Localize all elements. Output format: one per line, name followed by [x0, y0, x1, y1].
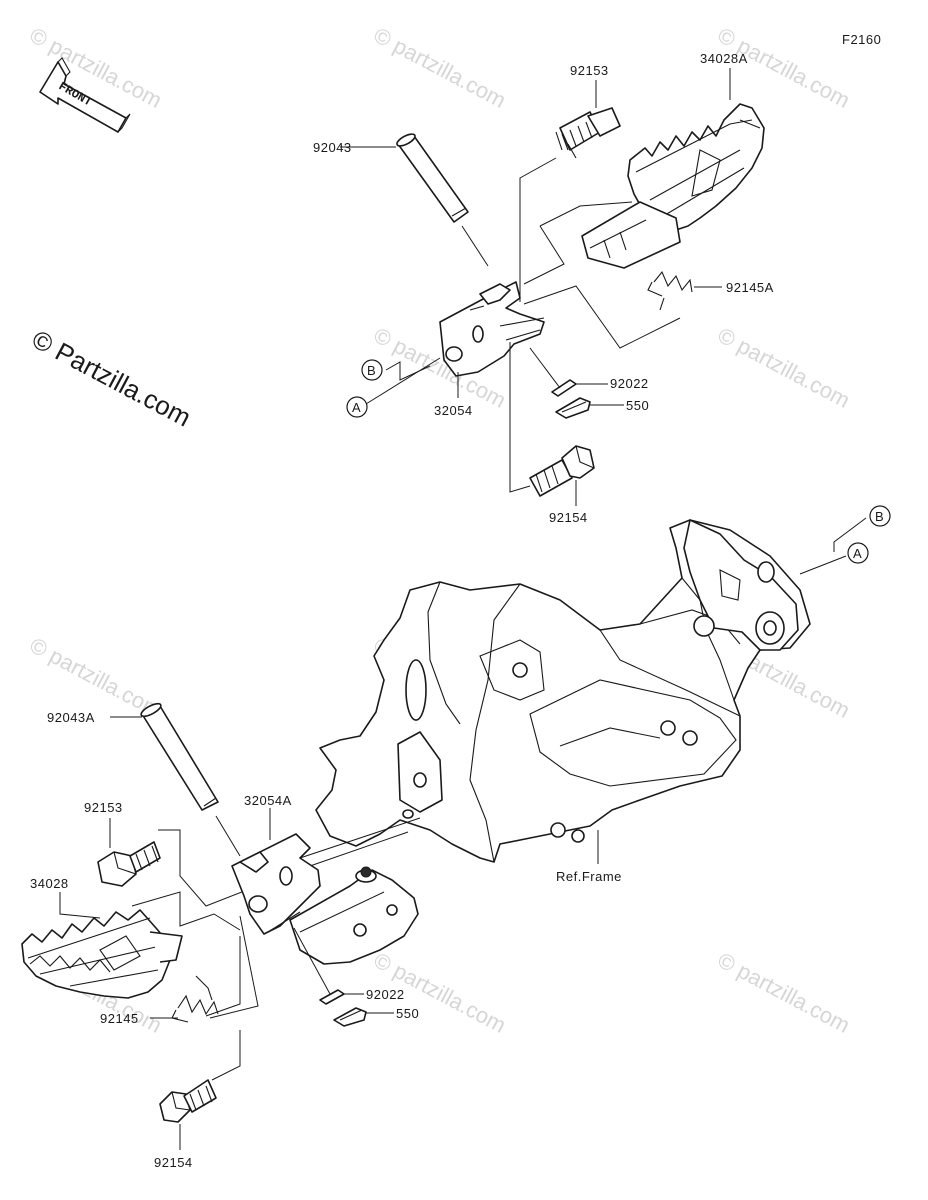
callout-b: B: [875, 509, 884, 524]
footpeg-34028A: [581, 103, 765, 269]
pin-92043A: [140, 702, 219, 811]
spring-92145A: [647, 270, 693, 311]
footpeg-34028: [21, 909, 183, 999]
bolt-92154-bottom: [159, 1079, 217, 1123]
label-ref-frame: Ref.Frame: [556, 869, 622, 884]
callout-a-circle: [346, 396, 368, 418]
label-92154-bottom: 92154: [154, 1155, 193, 1170]
watermark: © partzilla.com: [714, 322, 854, 413]
watermark: © partzilla.com: [714, 947, 854, 1038]
label-92022-bottom: 92022: [366, 987, 405, 1002]
label-92022-top: 92022: [610, 376, 649, 391]
callout-a-circle: [847, 542, 869, 564]
label-92043: 92043: [313, 140, 352, 155]
spring-92145: [171, 975, 219, 1023]
label-32054A: 32054A: [244, 793, 292, 808]
callout-b: B: [367, 363, 376, 378]
watermark: © partzilla.com: [714, 22, 854, 113]
callout-b-circle: [361, 359, 383, 381]
label-92043A: 92043A: [47, 710, 95, 725]
figure-code: F2160: [842, 32, 881, 47]
label-92154-top: 92154: [549, 510, 588, 525]
callout-b-circle: [869, 505, 891, 527]
pin-92043: [396, 133, 469, 223]
label-550-top: 550: [626, 398, 649, 413]
cotter-pin-550-bottom: [333, 1007, 367, 1027]
bracket-32054A: [231, 833, 321, 935]
frame-reference: [315, 519, 811, 863]
callout-a: A: [853, 546, 862, 561]
bolt-92153-bottom: [97, 841, 161, 887]
footpeg-plate-lower: [289, 866, 419, 965]
washer-92022-bottom: [319, 989, 345, 1005]
label-92153-top: 92153: [570, 63, 609, 78]
label-92153-bottom: 92153: [84, 800, 123, 815]
watermark: © partzilla.com: [26, 22, 166, 113]
watermark-main: © Partzilla.com: [27, 324, 196, 433]
label-34028: 34028: [30, 876, 69, 891]
label-92145A: 92145A: [726, 280, 774, 295]
watermark: © partzilla.com: [370, 22, 510, 113]
cotter-pin-550-top: [555, 397, 591, 419]
label-92145: 92145: [100, 1011, 139, 1026]
label-550-bottom: 550: [396, 1006, 419, 1021]
label-32054: 32054: [434, 403, 473, 418]
bolt-92154-top: [529, 445, 595, 497]
label-34028A: 34028A: [700, 51, 748, 66]
callout-a: A: [352, 400, 361, 415]
bracket-32054: [439, 281, 545, 377]
bolt-92153-top: [555, 107, 621, 159]
